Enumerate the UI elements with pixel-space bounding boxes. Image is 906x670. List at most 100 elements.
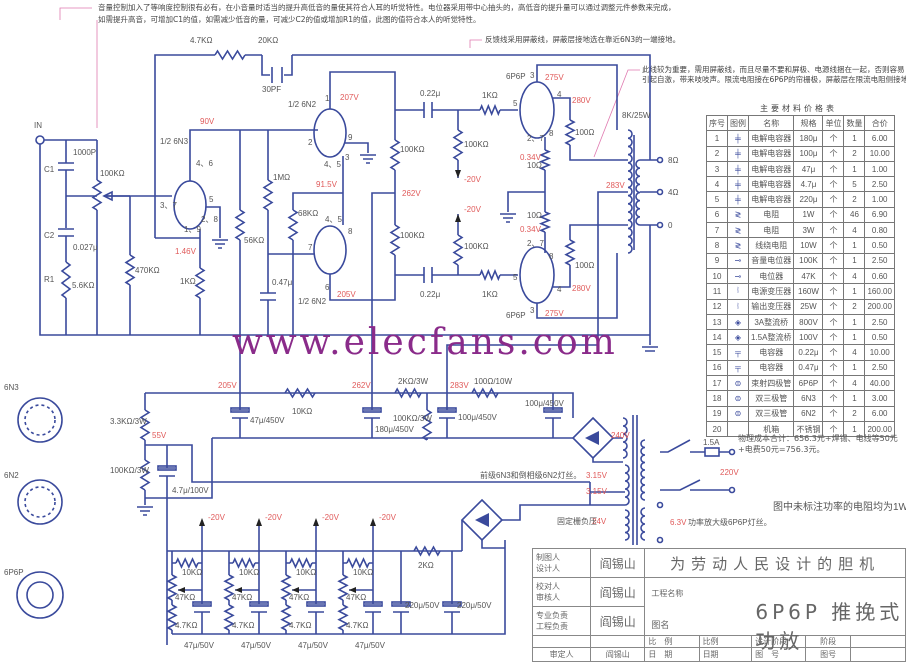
bias-note-label: 固定栅负压 [557,516,597,526]
qb3-label: 3 [530,306,535,315]
parts-cell: 个 [822,313,845,331]
r100b-label: 100Ω [575,261,594,270]
bias-pot-wiper-icon[interactable] [178,587,185,593]
v915-label: 91.5V [316,180,338,189]
parts-cell: 18 [706,390,728,407]
approver-label: 审定人 [531,647,592,662]
lead: 阎锡山 [590,606,646,636]
bias-component-label: 47KΩ [346,593,366,602]
parts-cell: 0.50 [864,329,895,346]
parts-cell: 2.50 [864,313,895,331]
v280b-label: 280V [572,284,591,293]
r100k3w-b-label: 100KΩ/3W [110,466,149,475]
parts-cell: 个 [822,405,845,422]
watermark: www.elecfans.com [232,322,618,363]
parts-cell: 47μ [793,160,824,178]
parts-cell: 个 [822,130,845,147]
bias-component-label: 4.7KΩ [289,621,311,630]
parts-cell: 100V [793,329,824,346]
volume-pot-wiper-icon[interactable] [102,190,130,202]
c2-label: C2 [44,231,55,240]
capacitor-plate [362,407,382,413]
input-jack-icon[interactable] [35,135,45,145]
parts-header-cell: 规格 [793,114,824,132]
bridge-symbol-icon: ◈ [727,313,749,331]
qb4-label: 4 [557,285,562,294]
terminal-icon[interactable] [656,221,664,229]
terminal-icon[interactable] [656,501,664,509]
capacitor-plate [391,601,411,607]
parts-cell: 1 [843,420,866,438]
r68k-label: 68KΩ [298,209,318,218]
parts-cell: 800V [793,313,824,331]
c220a-label: 220μ/50V [405,601,440,610]
electrolytic-capacitor-icon [308,603,324,613]
capacitor-icon [423,102,433,118]
terminal-icon[interactable] [728,448,736,456]
arrow-icon [455,170,461,178]
parts-cell: 个 [822,267,845,285]
parts-cell: 电源变压器 [747,283,795,300]
capacitor-plate [157,465,177,471]
arrow-icon [256,518,262,526]
parts-cell: 1 [843,390,866,407]
resistor-icon [194,267,206,299]
r1k-b-label: 1KΩ [482,91,498,100]
fuse-label: 1.5A [703,438,720,447]
parts-cell: 个 [822,252,845,269]
resistor-icon [564,239,576,266]
electrolytic-capacitor-icon [251,603,267,613]
neg20a-label: -20V [464,175,482,184]
transformer-coil-icon [624,464,630,506]
pinout-6p6p-icon [16,571,64,619]
parts-cell: 14 [706,329,728,346]
p46-label: 4、6 [196,159,213,168]
cap-symbol-icon: ╤ [727,359,749,377]
resistor-icon [223,604,235,631]
bias-pot-wiper-icon[interactable] [235,587,242,593]
p5-label: 5 [209,195,214,204]
capacitor-icon [423,267,433,283]
r100k-d-label: 100KΩ [464,242,489,251]
v205-label: 205V [337,290,356,299]
parts-cell: 220μ [793,191,824,208]
parts-cell: 3 [706,160,728,178]
pot-symbol-icon: ⊸ [727,252,749,269]
r1-label: R1 [44,275,55,284]
parts-cell: 1 [843,313,866,331]
bias-pot-wiper-icon[interactable] [349,587,356,593]
terminal-icon[interactable] [656,156,664,164]
v207-label: 207V [340,93,359,102]
parts-cell: 电容器 [747,359,795,377]
parts-cell: 双三极管 [747,405,795,422]
wire-note-line2: 引起自激，带来吱吱声。限流电阻接在6P6P的帘栅极，屏蔽层在限流电阻侧接地。 [642,74,906,84]
parts-cell: 机箱 [747,420,795,438]
electrolytic-capacitor-icon [393,603,409,613]
shield-note: 反馈线采用屏蔽线，屏蔽层接地选在靠近6N3的一端接地。 [485,34,680,44]
r56k-label: 56KΩ [244,236,264,245]
r100k3w-label: 100KΩ/3W [393,414,432,423]
qa3-label: 3 [530,71,535,80]
s63-label: 6.3V [670,518,687,527]
s220-label: 220V [720,468,739,477]
parts-cell: 个 [822,206,845,224]
parts-cell: 9 [706,252,728,269]
parts-cell: 12 [706,298,728,315]
parts-cell: 电阻 [747,222,795,239]
resistor-icon [175,557,199,569]
parts-cell: 个 [822,222,845,239]
capacitor-plate [363,601,383,607]
bias-pot-wiper-icon[interactable] [292,587,299,593]
parts-cell: 3A整流桥 [747,313,795,331]
terminal-icon[interactable] [728,486,736,494]
resistor-icon [60,261,72,299]
bias-component-label: 47KΩ [289,593,309,602]
parts-header-cell: 名称 [747,114,795,132]
terminal-icon[interactable] [656,536,664,544]
pinout-6n2-icon [17,479,63,525]
terminal-icon[interactable] [656,188,664,196]
parts-cell: 电解电容器 [747,176,795,193]
parts-cell: 个 [822,191,845,208]
